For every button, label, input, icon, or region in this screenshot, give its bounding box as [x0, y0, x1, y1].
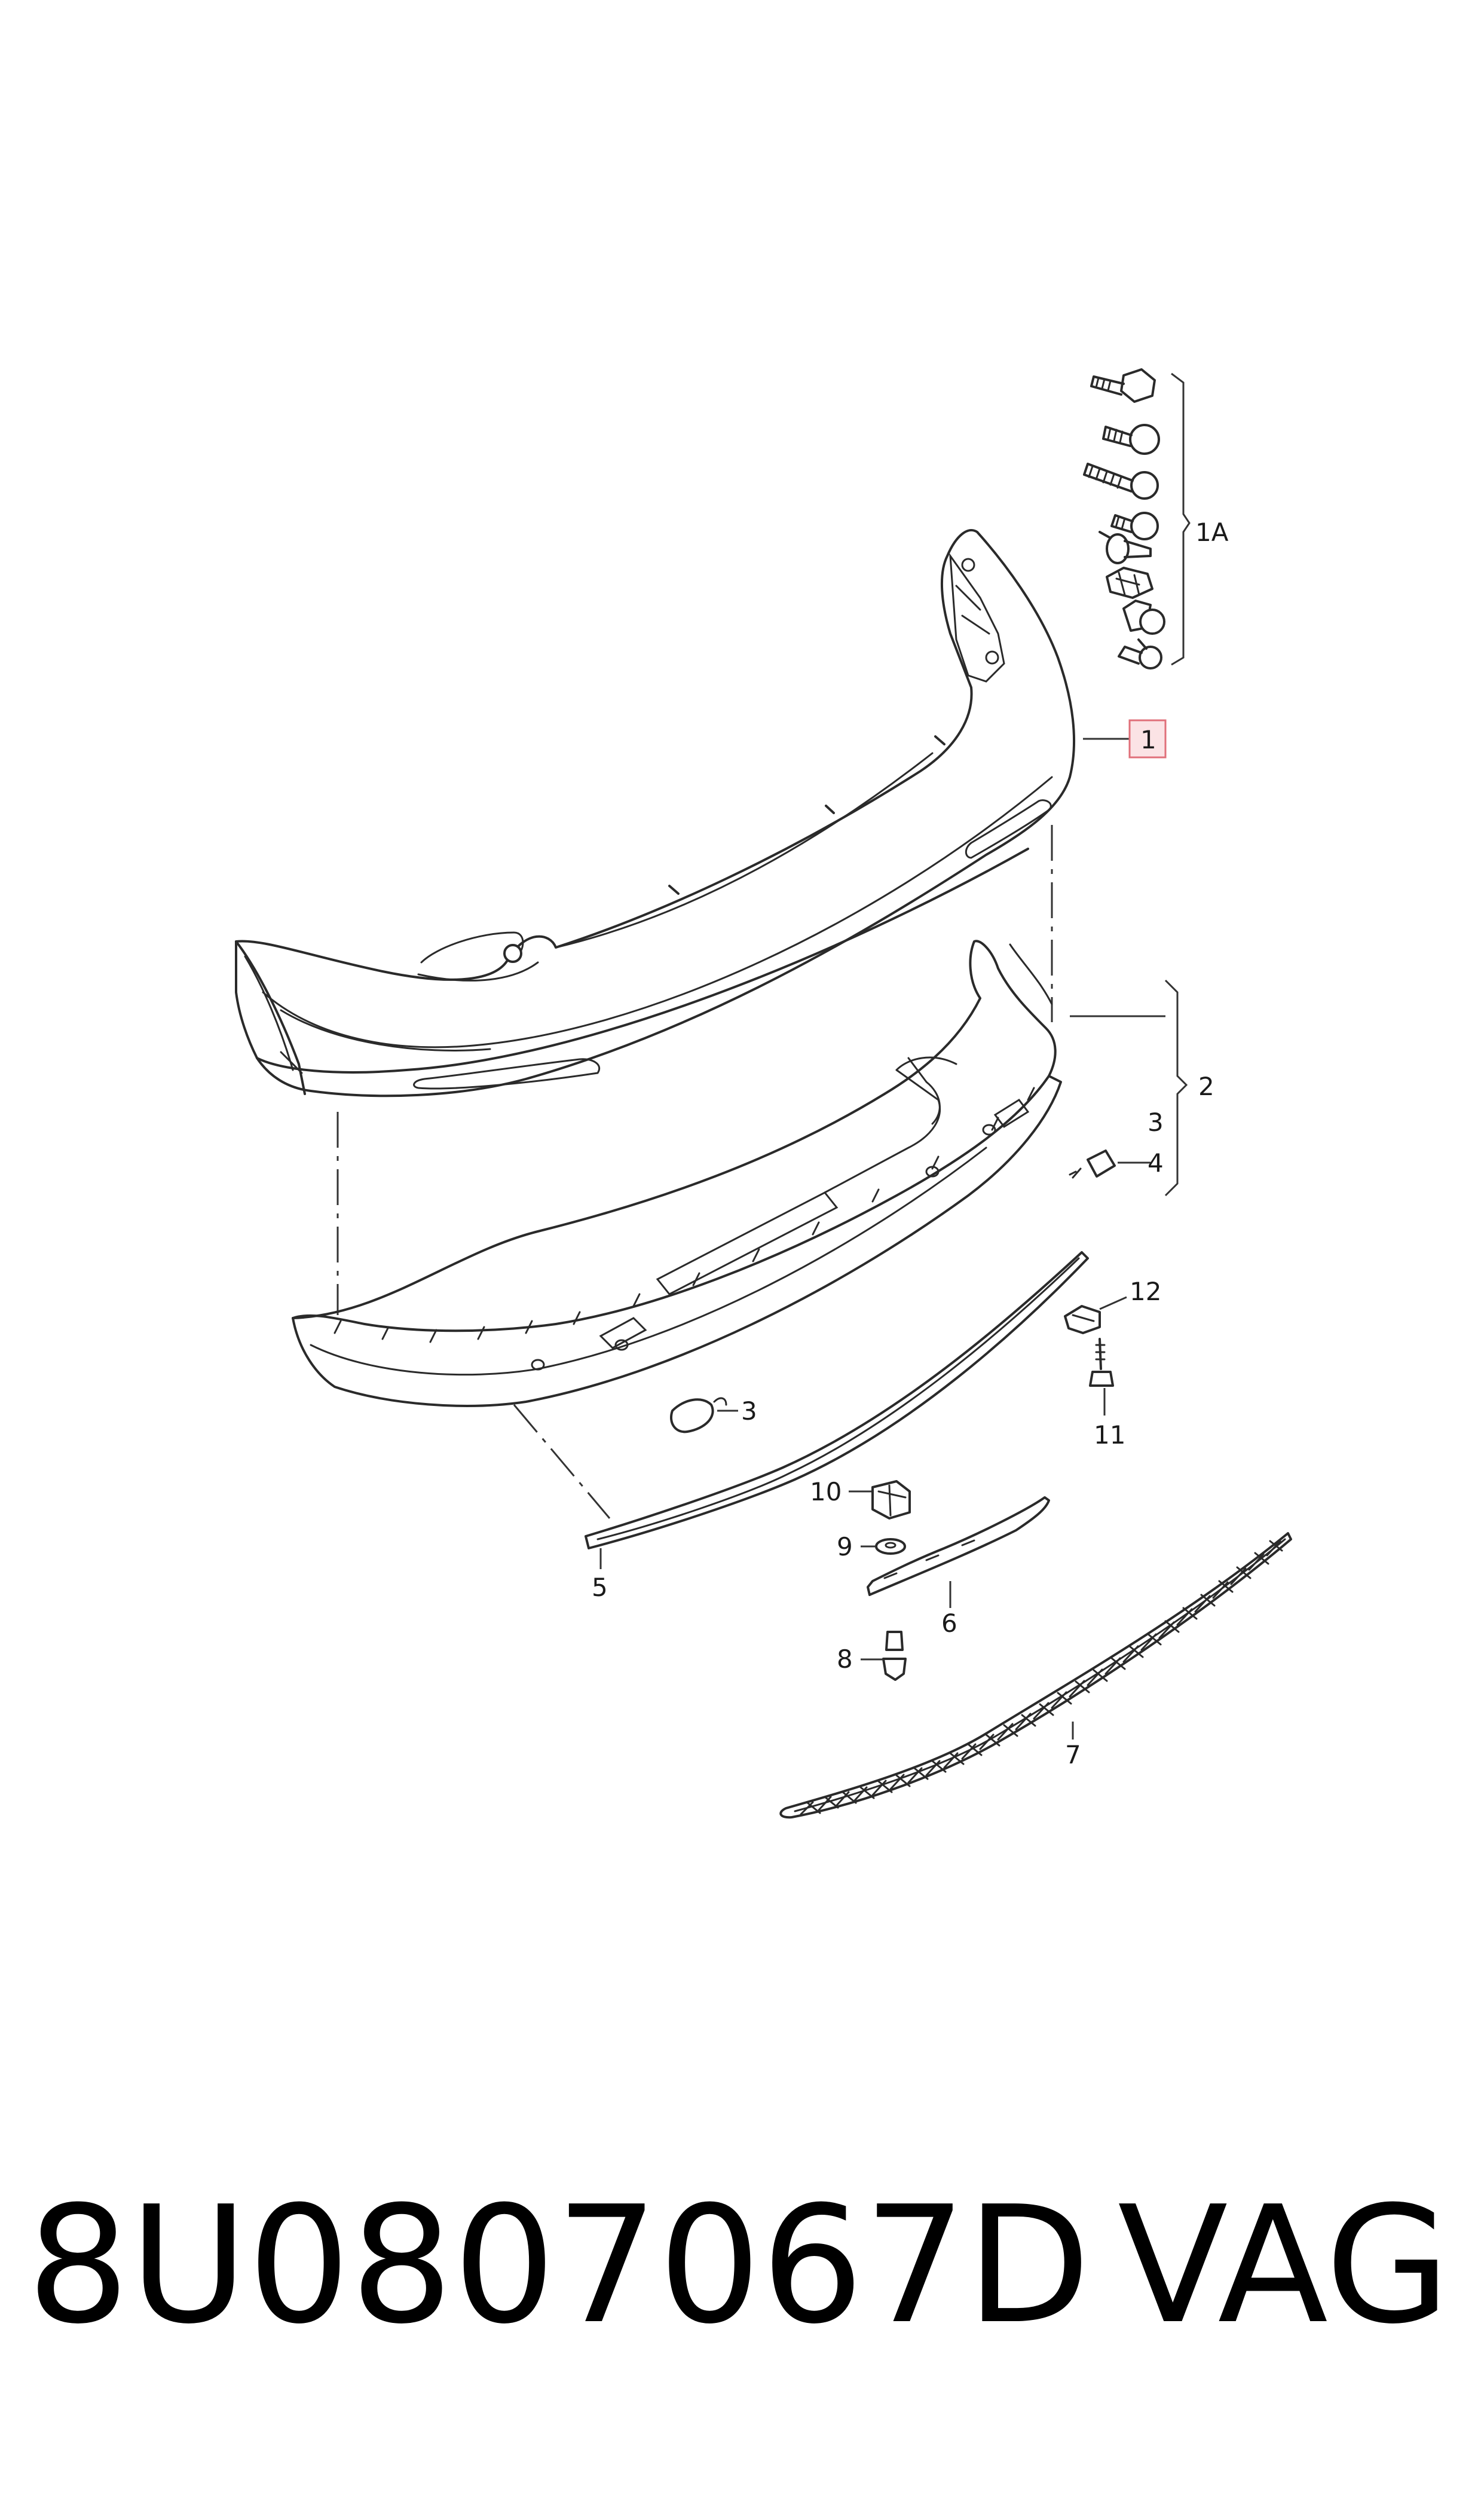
callout-3-top: 3	[1148, 1108, 1164, 1137]
callout-3-bottom: 3	[741, 1396, 757, 1426]
callout-10: 10	[810, 1477, 842, 1506]
bolt-icon	[1102, 424, 1160, 455]
washer-9	[875, 1538, 906, 1555]
bumper-diffuser-lower	[292, 940, 1062, 1407]
screw-11	[1089, 1338, 1114, 1387]
bolt-icon	[1090, 368, 1156, 403]
callout-9: 9	[837, 1532, 853, 1561]
callout-8: 8	[837, 1644, 853, 1674]
callout-1: 1	[1140, 725, 1156, 754]
part-number: 8U0807067D	[27, 2171, 1091, 2359]
callout-6: 6	[941, 1609, 957, 1638]
bolt-icon	[1110, 512, 1159, 540]
clip-10	[871, 1480, 911, 1520]
fastener-kit-1a	[1083, 368, 1191, 669]
alignment-line	[513, 1404, 611, 1519]
callout-7: 7	[1065, 1740, 1081, 1769]
clip-nut-icon	[1122, 600, 1165, 635]
bracket-2	[1164, 979, 1188, 1197]
bracket-1a	[1171, 372, 1191, 666]
callout-5: 5	[592, 1573, 608, 1602]
clip-12	[1064, 1305, 1101, 1334]
mesh-grille	[779, 1532, 1292, 1819]
callout-11: 11	[1094, 1420, 1125, 1450]
callout-1a: 1A	[1195, 518, 1229, 547]
rivet-icon	[1099, 531, 1152, 564]
brand-name: VAG	[1118, 2171, 1451, 2359]
bumper-cover-upper	[235, 528, 1076, 1097]
grommet-8	[882, 1631, 907, 1681]
callout-4: 4	[1148, 1148, 1164, 1178]
tow-hook-cap-right	[1069, 1150, 1116, 1179]
callout-12: 12	[1130, 1277, 1161, 1306]
tow-hook-cap-left	[670, 1397, 727, 1433]
mesh-pattern	[800, 1540, 1283, 1815]
bolt-icon	[1083, 463, 1159, 500]
bracket-strip	[867, 1496, 1050, 1596]
footer: 8U0807067D VAG	[0, 2164, 1484, 2367]
callout-1-highlight	[1128, 719, 1167, 759]
callout-2: 2	[1198, 1072, 1214, 1101]
leader-12	[1099, 1296, 1127, 1310]
push-pin-icon	[1118, 638, 1162, 669]
spring-clip-icon	[1106, 567, 1153, 599]
trim-strip	[585, 1251, 1089, 1549]
